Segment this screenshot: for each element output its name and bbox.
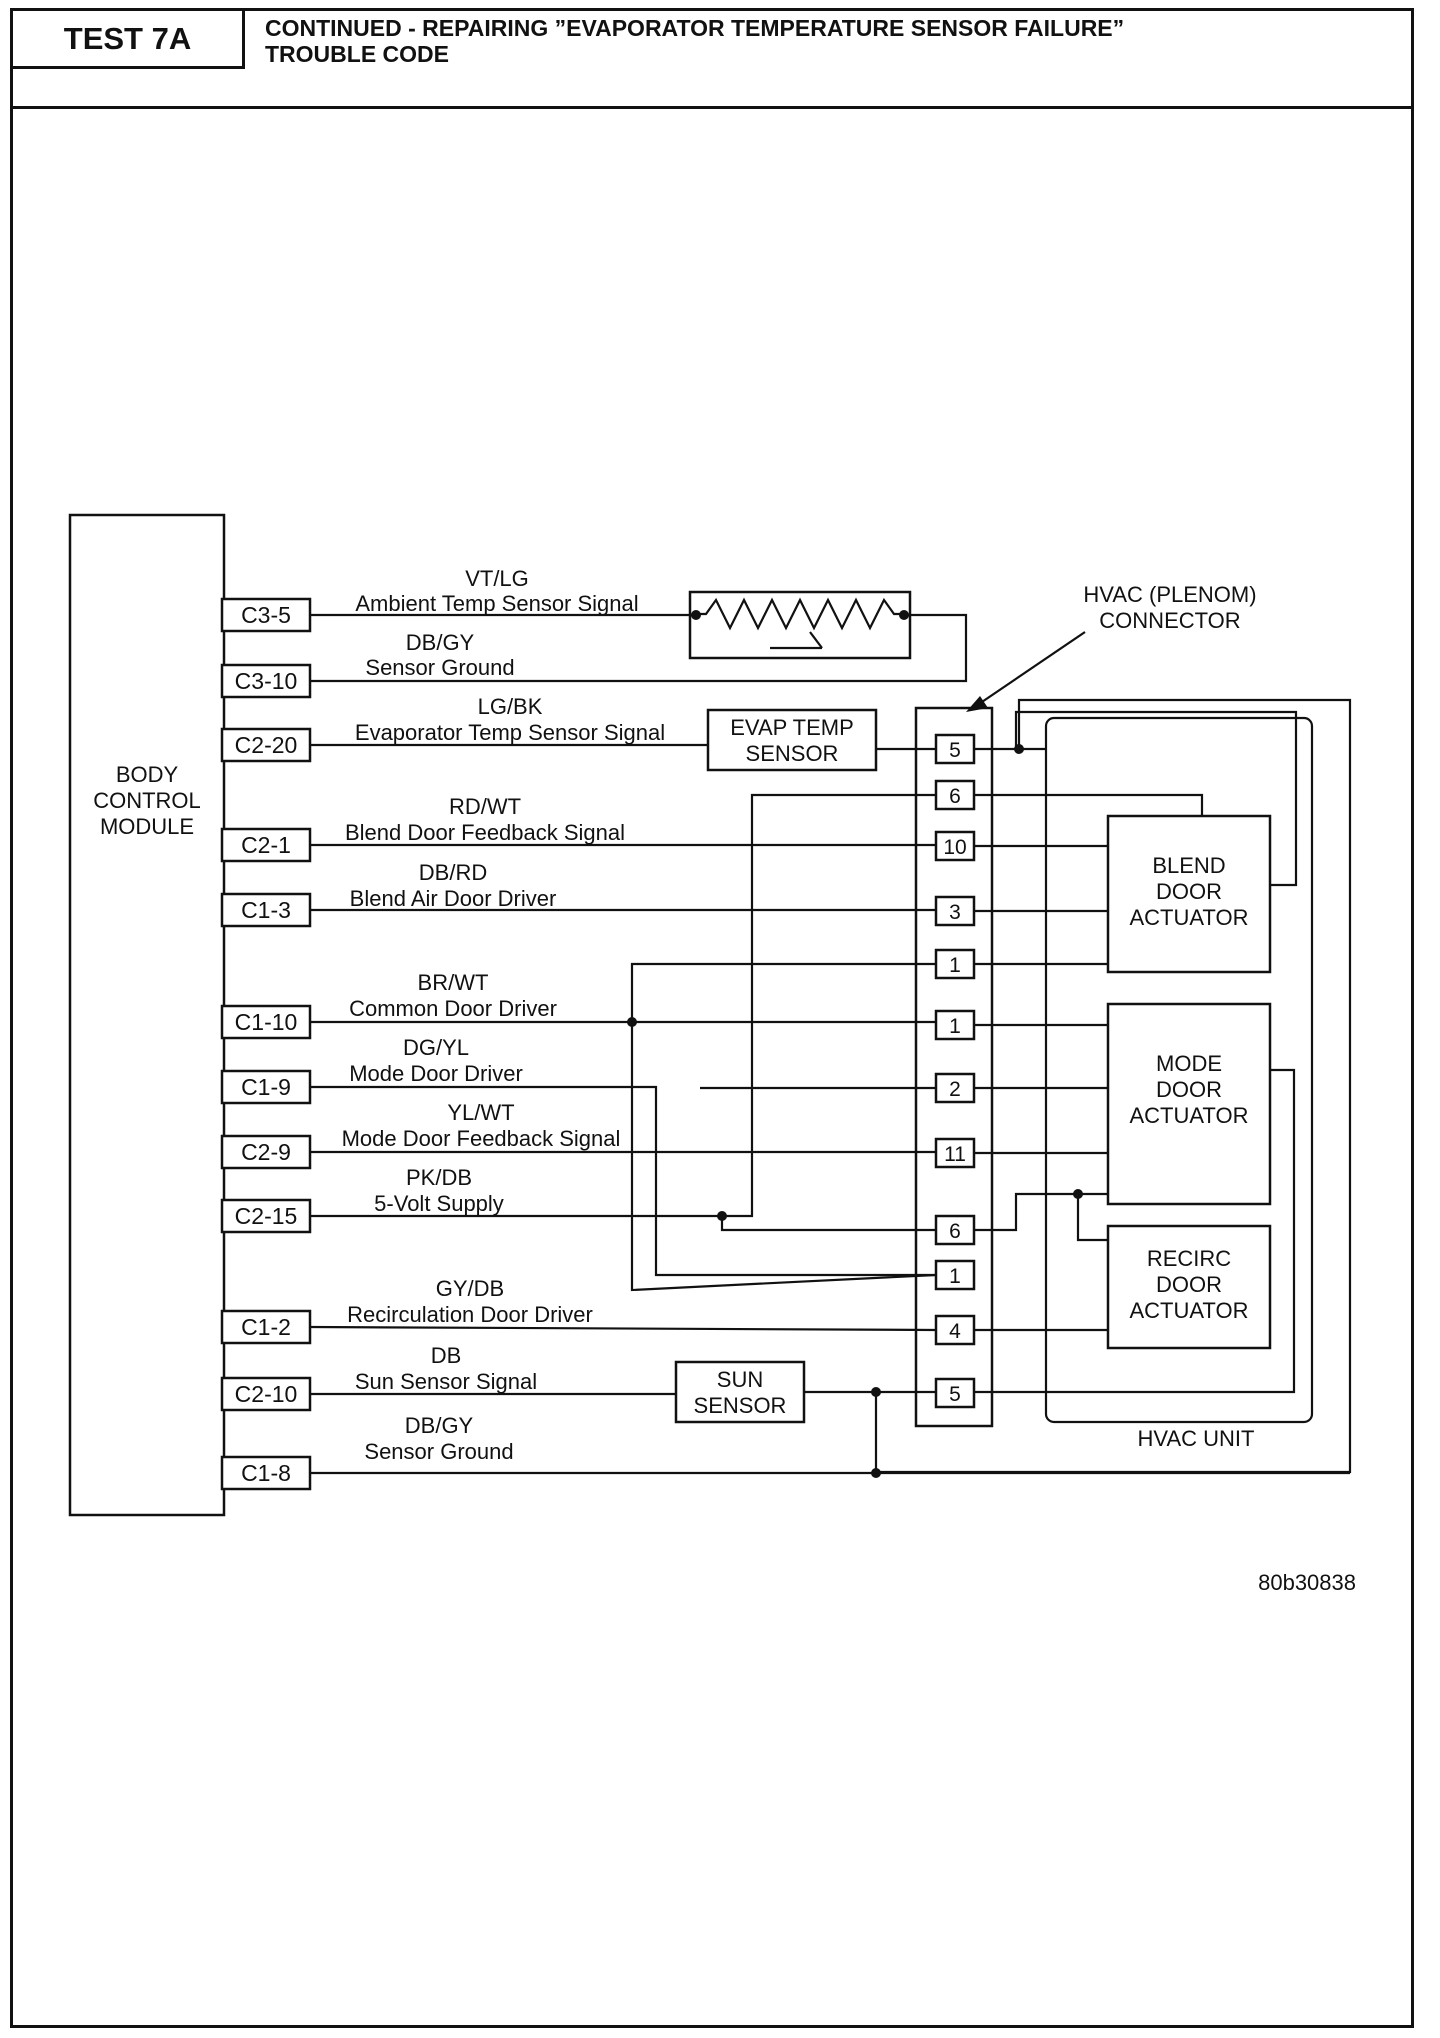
wire-name: Common Door Driver xyxy=(349,996,557,1021)
wire-color: RD/WT xyxy=(449,794,521,819)
cavity-number: 5 xyxy=(949,739,961,762)
pin-label: C3-5 xyxy=(241,602,291,628)
connector-cavities: 5 6 10 3 1 1 2 11 6 1 4 5 xyxy=(934,733,976,1409)
recirc-door-actuator xyxy=(1106,1224,1272,1350)
cavity-number: 6 xyxy=(949,785,961,808)
resistor-symbol xyxy=(696,597,904,631)
blend-actuator-label-3: ACTUATOR xyxy=(1130,905,1249,930)
body-control-module xyxy=(68,513,226,1517)
recirc-actuator-label-2: DOOR xyxy=(1156,1272,1222,1297)
pin-label: C1-9 xyxy=(241,1074,291,1100)
bcm-label-3: MODULE xyxy=(100,814,194,839)
cavity-number: 1 xyxy=(949,954,961,977)
blend-door-actuator xyxy=(1106,814,1272,974)
hvac-unit-label: HVAC UNIT xyxy=(1138,1426,1255,1451)
wire-name: Blend Air Door Driver xyxy=(350,886,557,911)
wire-labels: VT/LG Ambient Temp Sensor Signal DB/GY S… xyxy=(342,566,666,1464)
cavity-number: 5 xyxy=(949,1383,961,1406)
page-frame: TEST 7A CONTINUED - REPAIRING ”EVAPORATO… xyxy=(10,8,1414,2028)
pin-label: C2-10 xyxy=(235,1381,298,1407)
wire-name: Ambient Temp Sensor Signal xyxy=(355,591,638,616)
splice-points xyxy=(627,610,1083,1478)
wire-color: LG/BK xyxy=(478,694,543,719)
sun-sensor-label-2: SENSOR xyxy=(694,1393,787,1418)
wire-name: Blend Door Feedback Signal xyxy=(345,820,625,845)
evap-temp-sensor xyxy=(706,708,878,772)
bcm-label-1: BODY xyxy=(116,762,179,787)
pin-label: C2-9 xyxy=(241,1139,291,1165)
wire-color: DB/RD xyxy=(419,860,487,885)
mode-actuator-label-3: ACTUATOR xyxy=(1130,1103,1249,1128)
pin-label: C2-1 xyxy=(241,832,291,858)
cavity-number: 3 xyxy=(949,901,961,924)
pin-label: C1-8 xyxy=(241,1460,291,1486)
wire-name: Recirculation Door Driver xyxy=(347,1302,593,1327)
pin-label: C1-2 xyxy=(241,1314,291,1340)
cavity-number: 2 xyxy=(949,1078,961,1101)
wire-name: Sun Sensor Signal xyxy=(355,1369,537,1394)
sun-sensor-label-1: SUN xyxy=(717,1367,763,1392)
wire-color: DB/GY xyxy=(405,1413,474,1438)
cavity-number: 6 xyxy=(949,1220,961,1243)
mode-actuator-label-2: DOOR xyxy=(1156,1077,1222,1102)
pin-label: C2-15 xyxy=(235,1203,298,1229)
wire-color: DG/YL xyxy=(403,1035,469,1060)
wire-color: DB xyxy=(431,1343,462,1368)
wire-color: VT/LG xyxy=(465,566,529,591)
wire-color: BR/WT xyxy=(418,970,489,995)
bcm-label-2: CONTROL xyxy=(93,788,201,813)
cavity-number: 11 xyxy=(944,1143,966,1166)
bcm-pins: C3-5 C3-10 C2-20 C2-1 C1-3 C1-10 C1-9 C2… xyxy=(220,597,312,1491)
test-label: TEST 7A xyxy=(13,11,245,69)
pin-label: C3-10 xyxy=(235,668,298,694)
cavity-number: 1 xyxy=(949,1015,961,1038)
wire-name: Sensor Ground xyxy=(364,1439,513,1464)
cavity-number: 4 xyxy=(949,1320,961,1343)
wire-name: Evaporator Temp Sensor Signal xyxy=(355,720,665,745)
cavity-number: 10 xyxy=(943,836,966,859)
pin-label: C2-20 xyxy=(235,732,298,758)
wire-color: GY/DB xyxy=(436,1276,504,1301)
page-title: CONTINUED - REPAIRING ”EVAPORATOR TEMPER… xyxy=(265,15,1125,41)
wire-name: Mode Door Driver xyxy=(349,1061,523,1086)
header: TEST 7A CONTINUED - REPAIRING ”EVAPORATO… xyxy=(13,11,1411,109)
pin-label: C1-3 xyxy=(241,897,291,923)
mode-actuator-label-1: MODE xyxy=(1156,1051,1222,1076)
cavity-number: 1 xyxy=(949,1265,961,1288)
figure-id: 80b30838 xyxy=(1258,1570,1356,1595)
hvac-unit xyxy=(1044,716,1314,1424)
wire-color: DB/GY xyxy=(406,630,475,655)
wire-name: Mode Door Feedback Signal xyxy=(342,1126,621,1151)
wires xyxy=(309,613,1352,1475)
blend-actuator-label-2: DOOR xyxy=(1156,879,1222,904)
evap-sensor-label-2: SENSOR xyxy=(746,741,839,766)
wire-color: YL/WT xyxy=(447,1100,514,1125)
recirc-actuator-label-3: ACTUATOR xyxy=(1130,1298,1249,1323)
hvac-connector xyxy=(914,706,994,1428)
wire-name: 5-Volt Supply xyxy=(374,1191,504,1216)
recirc-actuator-label-1: RECIRC xyxy=(1147,1246,1231,1271)
wire-name: Sensor Ground xyxy=(365,655,514,680)
connector-pointer xyxy=(975,631,1086,707)
blend-actuator-label-1: BLEND xyxy=(1152,853,1225,878)
wire-color: PK/DB xyxy=(406,1165,472,1190)
pin-label: C1-10 xyxy=(235,1009,298,1035)
connector-label-2: CONNECTOR xyxy=(1099,608,1240,633)
evap-sensor-label-1: EVAP TEMP xyxy=(730,715,854,740)
mode-door-actuator xyxy=(1106,1002,1272,1206)
pointer-arrowhead xyxy=(966,696,988,712)
connector-label-1: HVAC (PLENOM) xyxy=(1083,582,1256,607)
page-title-continued: TROUBLE CODE xyxy=(265,41,449,67)
